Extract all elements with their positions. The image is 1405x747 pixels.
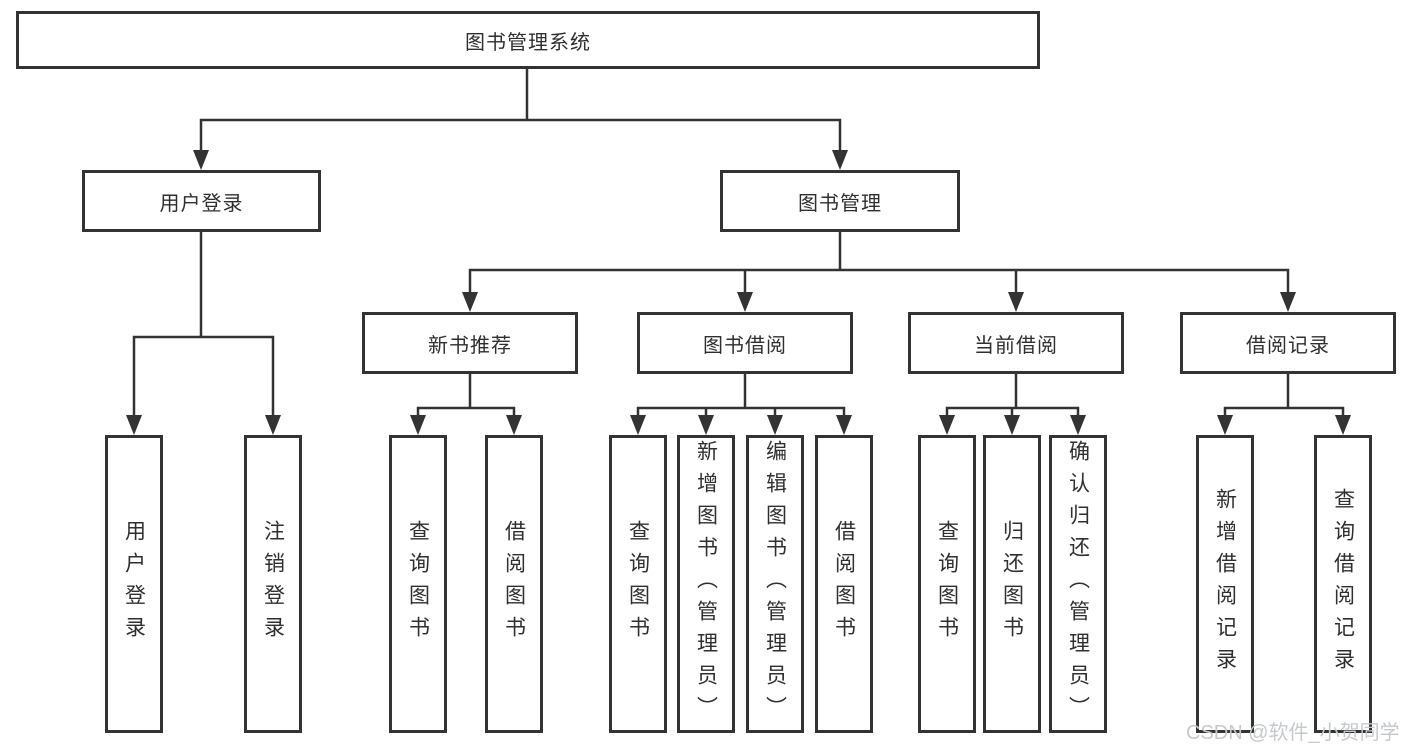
leaf-search-books-borrow: 查询图书 (609, 435, 667, 733)
watermark: CSDN @软件_小贺同学 (1186, 722, 1400, 744)
leaf-label: 借阅图书 (832, 520, 856, 648)
arrowhead-icon (630, 415, 646, 435)
arrowhead-icon (193, 150, 209, 170)
arrowhead-icon (836, 415, 852, 435)
leaf-label: 查询借阅记录 (1331, 488, 1355, 680)
arrowhead-icon (506, 415, 522, 435)
node-book-borrow: 图书借阅 (637, 312, 853, 374)
leaf-search-books-recommend: 查询图书 (389, 435, 447, 733)
leaf-label: 确认归还（管理员） (1066, 440, 1090, 728)
arrowhead-icon (939, 415, 955, 435)
node-new-book-recommend: 新书推荐 (362, 312, 578, 374)
arrowhead-icon (1335, 415, 1351, 435)
leaf-label: 用户登录 (122, 520, 146, 648)
leaf-label: 编辑图书（管理员） (763, 440, 787, 728)
node-root: 图书管理系统 (16, 11, 1040, 69)
node-borrow-records: 借阅记录 (1180, 312, 1396, 374)
leaf-label: 归还图书 (1000, 520, 1024, 648)
leaf-logout: 注销登录 (244, 435, 302, 733)
leaf-label: 查询图书 (406, 520, 430, 648)
arrowhead-icon (462, 292, 478, 312)
leaf-return-books: 归还图书 (983, 435, 1041, 733)
leaf-label: 查询图书 (626, 520, 650, 648)
leaf-edit-book-admin: 编辑图书（管理员） (746, 435, 804, 733)
leaf-search-books-current: 查询图书 (918, 435, 976, 733)
arrowhead-icon (410, 415, 426, 435)
leaf-user-login: 用户登录 (105, 435, 163, 733)
arrowhead-icon (698, 415, 714, 435)
arrowhead-icon (737, 292, 753, 312)
leaf-add-book-admin: 新增图书（管理员） (677, 435, 735, 733)
arrowhead-icon (126, 415, 142, 435)
leaf-label: 新增图书（管理员） (694, 440, 718, 728)
node-book-management: 图书管理 (720, 170, 960, 232)
leaf-label: 借阅图书 (502, 520, 526, 648)
leaf-borrow-books: 借阅图书 (815, 435, 873, 733)
arrowhead-icon (1280, 292, 1296, 312)
arrowhead-icon (767, 415, 783, 435)
leaf-label: 新增借阅记录 (1213, 488, 1237, 680)
arrowhead-icon (1217, 415, 1233, 435)
leaf-label: 注销登录 (261, 520, 285, 648)
arrowhead-icon (1004, 415, 1020, 435)
arrowhead-icon (1070, 415, 1086, 435)
arrowhead-icon (832, 150, 848, 170)
arrowhead-icon (265, 415, 281, 435)
arrowhead-icon (1008, 292, 1024, 312)
leaf-search-borrow-record: 查询借阅记录 (1314, 435, 1372, 733)
node-current-borrow: 当前借阅 (908, 312, 1124, 374)
node-user-login: 用户登录 (82, 170, 321, 232)
leaf-add-borrow-record: 新增借阅记录 (1196, 435, 1254, 733)
leaf-borrow-books-recommend: 借阅图书 (485, 435, 543, 733)
leaf-confirm-return-admin: 确认归还（管理员） (1049, 435, 1107, 733)
leaf-label: 查询图书 (935, 520, 959, 648)
